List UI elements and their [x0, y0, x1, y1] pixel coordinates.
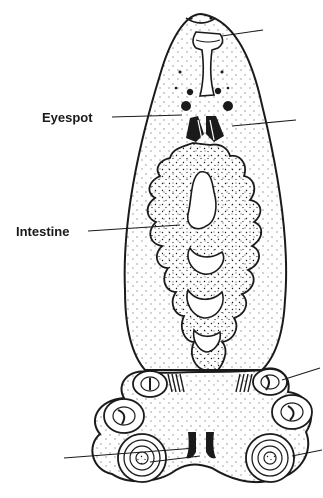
- haptor-mid-sucker-left: [104, 399, 144, 433]
- haptor-small-sucker-left: [133, 371, 167, 397]
- leader-small-sucker: [282, 368, 320, 380]
- sensory-dot: [227, 87, 230, 90]
- haptor-large-sucker-right: [246, 434, 294, 482]
- sensory-dot: [221, 71, 224, 74]
- haptor-large-sucker-left: [118, 434, 166, 482]
- sensory-dot: [175, 87, 178, 90]
- haptor-mid-sucker-right: [272, 395, 312, 429]
- sensory-dot: [179, 71, 182, 74]
- label-intestine: Intestine: [16, 224, 69, 239]
- label-eyespot: Eyespot: [42, 110, 93, 125]
- haptor-small-sucker-right: [253, 369, 287, 395]
